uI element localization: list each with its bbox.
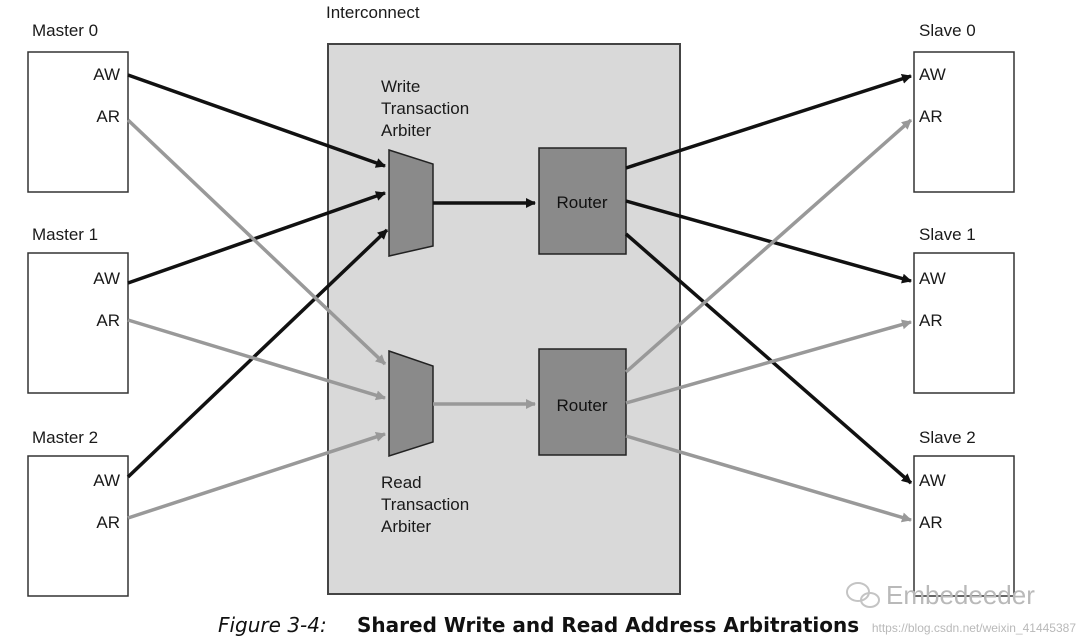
slave-2-aw-port: AW	[919, 471, 946, 490]
slave-1-label: Slave 1	[919, 225, 976, 244]
read-router-label: Router	[556, 396, 607, 415]
figure-number: Figure 3-4:	[218, 613, 327, 637]
master-0-box	[27, 51, 129, 193]
read-arbiter-label-line-2: Transaction	[381, 495, 469, 514]
slave-0-label: Slave 0	[919, 21, 976, 40]
master-2-box	[27, 455, 129, 597]
figure-title: Shared Write and Read Address Arbitratio…	[357, 613, 859, 637]
m2-ar-to-read-arbiter-arrow	[127, 432, 386, 520]
master-0-ar-port: AR	[96, 107, 120, 126]
watermark-url: https://blog.csdn.net/weixin_41445387	[872, 621, 1076, 635]
master-2-ar-port: AR	[96, 513, 120, 532]
m0-aw-to-write-arbiter-arrow	[127, 73, 386, 168]
write-router-to-s1-aw-arrow	[625, 199, 912, 284]
read-arbiter-mux	[388, 349, 434, 458]
watermark: Embedeeder https://blog.csdn.net/weixin_…	[846, 580, 1076, 635]
slave-1-box	[913, 252, 1015, 394]
master-2-label: Master 2	[32, 428, 98, 447]
slave-2-box	[913, 455, 1015, 597]
figure-caption: Figure 3-4: Shared Write and Read Addres…	[218, 613, 859, 637]
slave-0-aw-port: AW	[919, 65, 946, 84]
watermark-brand: Embedeeder	[886, 580, 1035, 610]
read-arbiter-label-line-3: Arbiter	[381, 517, 431, 536]
slave-0-box	[913, 51, 1015, 193]
master-1-aw-port: AW	[93, 269, 120, 288]
slave-1-ar-port: AR	[919, 311, 943, 330]
m1-aw-to-write-arbiter-arrow	[127, 191, 386, 285]
slave-1: Slave 1 AW AR	[913, 225, 1015, 394]
slave-2: Slave 2 AW AR	[913, 428, 1015, 597]
read-router-to-s0-ar-arrow	[624, 118, 913, 374]
m0-ar-to-read-arbiter-arrow	[126, 118, 387, 366]
read-arbiter-label-line-1: Read	[381, 473, 422, 492]
slave-2-ar-port: AR	[919, 513, 943, 532]
write-arbiter-label-line-2: Transaction	[381, 99, 469, 118]
interconnect-box	[327, 43, 681, 595]
write-router-label: Router	[556, 193, 607, 212]
master-1-box	[27, 252, 129, 394]
slave-0: Slave 0 AW AR	[913, 21, 1015, 193]
write-arbiter-label-line-3: Arbiter	[381, 121, 431, 140]
master-2: Master 2 AW AR	[27, 428, 129, 597]
write-router-to-s2-aw-arrow	[624, 232, 913, 485]
read-router-to-s2-ar-arrow	[625, 434, 912, 523]
interconnect-label: Interconnect	[326, 3, 420, 22]
read-arbiter-label: Read Transaction Arbiter	[381, 473, 474, 536]
master-0-aw-port: AW	[93, 65, 120, 84]
write-router-box	[538, 147, 627, 255]
slave-0-ar-port: AR	[919, 107, 943, 126]
slave-2-label: Slave 2	[919, 428, 976, 447]
master-1: Master 1 AW AR	[27, 225, 129, 394]
wechat-icon	[846, 582, 880, 608]
write-arbiter-mux	[388, 148, 434, 257]
slave-1-aw-port: AW	[919, 269, 946, 288]
master-2-aw-port: AW	[93, 471, 120, 490]
read-router-box	[538, 348, 627, 456]
read-router-to-s1-ar-arrow	[625, 319, 912, 405]
m1-ar-to-read-arbiter-arrow	[127, 318, 386, 401]
m2-aw-to-write-arbiter-arrow	[126, 228, 389, 479]
write-arbiter-label-line-1: Write	[381, 77, 420, 96]
write-arbiter-label: Write Transaction Arbiter	[381, 77, 474, 140]
master-1-ar-port: AR	[96, 311, 120, 330]
write-router-to-s0-aw-arrow	[625, 74, 912, 170]
master-0-label: Master 0	[32, 21, 98, 40]
master-1-label: Master 1	[32, 225, 98, 244]
master-0: Master 0 AW AR	[27, 21, 129, 193]
